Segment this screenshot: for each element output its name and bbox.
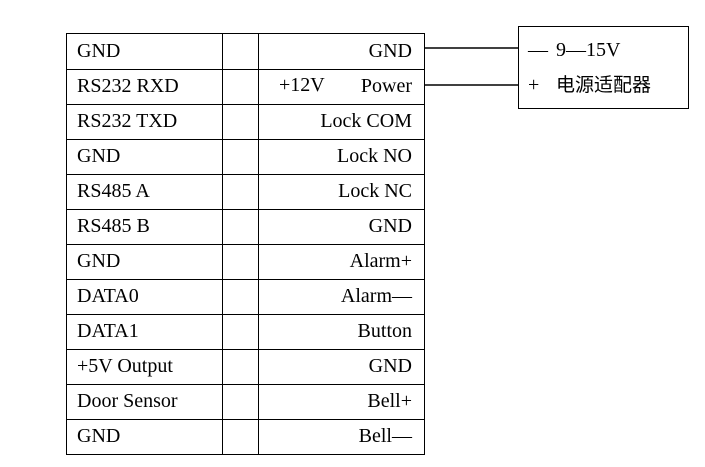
- minus-symbol: —: [528, 39, 548, 61]
- right-pin-label: Alarm+: [349, 250, 412, 272]
- plus-symbol: +: [528, 74, 540, 96]
- adapter-line-positive: + 电源适配器: [528, 68, 651, 103]
- right-pin-label: Bell—: [358, 425, 412, 447]
- terminal-grid: [66, 33, 425, 455]
- power-voltage-label: +12V: [279, 74, 325, 96]
- left-pin-label: GND: [77, 425, 121, 447]
- left-pin-label: RS485 B: [77, 215, 150, 237]
- power-wires: [425, 47, 519, 86]
- right-pin-label: GND: [368, 40, 412, 62]
- left-pin-label: RS232 RXD: [77, 75, 179, 97]
- left-pin-label: RS485 A: [77, 180, 150, 202]
- left-pin-label: GND: [77, 40, 121, 62]
- left-pin-label: Door Sensor: [77, 390, 178, 412]
- right-pin-label: Bell+: [367, 390, 412, 412]
- adapter-voltage-range: 9—15V: [556, 39, 621, 61]
- adapter-name: 电源适配器: [556, 74, 652, 96]
- right-pin-label: Alarm—: [340, 285, 412, 307]
- right-pin-label: Lock NC: [338, 180, 412, 202]
- left-pin-label: GND: [77, 145, 121, 167]
- power-adapter-box: [518, 26, 689, 109]
- right-pin-label: GND: [368, 355, 412, 377]
- adapter-line-negative: — 9—15V: [528, 33, 620, 68]
- right-pin-label: GND: [368, 215, 412, 237]
- left-pin-label: GND: [77, 250, 121, 272]
- left-pin-label: DATA1: [77, 320, 139, 342]
- left-pin-label: DATA0: [77, 285, 139, 307]
- right-pin-label: Lock COM: [320, 110, 412, 132]
- right-pin-label: Lock NO: [337, 145, 412, 167]
- right-pin-label: Button: [357, 320, 412, 342]
- left-pin-label: +5V Output: [77, 355, 173, 377]
- left-pin-label: RS232 TXD: [77, 110, 178, 132]
- right-pin-label: Power: [360, 75, 412, 97]
